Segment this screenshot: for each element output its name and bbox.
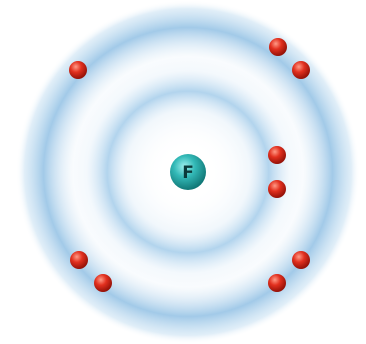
nucleus: F (170, 154, 206, 190)
electron (292, 61, 310, 79)
electron (268, 274, 286, 292)
electron (94, 274, 112, 292)
nucleus-sphere (170, 154, 206, 190)
electron (70, 251, 88, 269)
nucleus-symbol: F (182, 163, 194, 183)
electron (69, 61, 87, 79)
electron (268, 146, 286, 164)
electron (269, 38, 287, 56)
electrons (69, 38, 310, 292)
electron (292, 251, 310, 269)
electron (268, 180, 286, 198)
